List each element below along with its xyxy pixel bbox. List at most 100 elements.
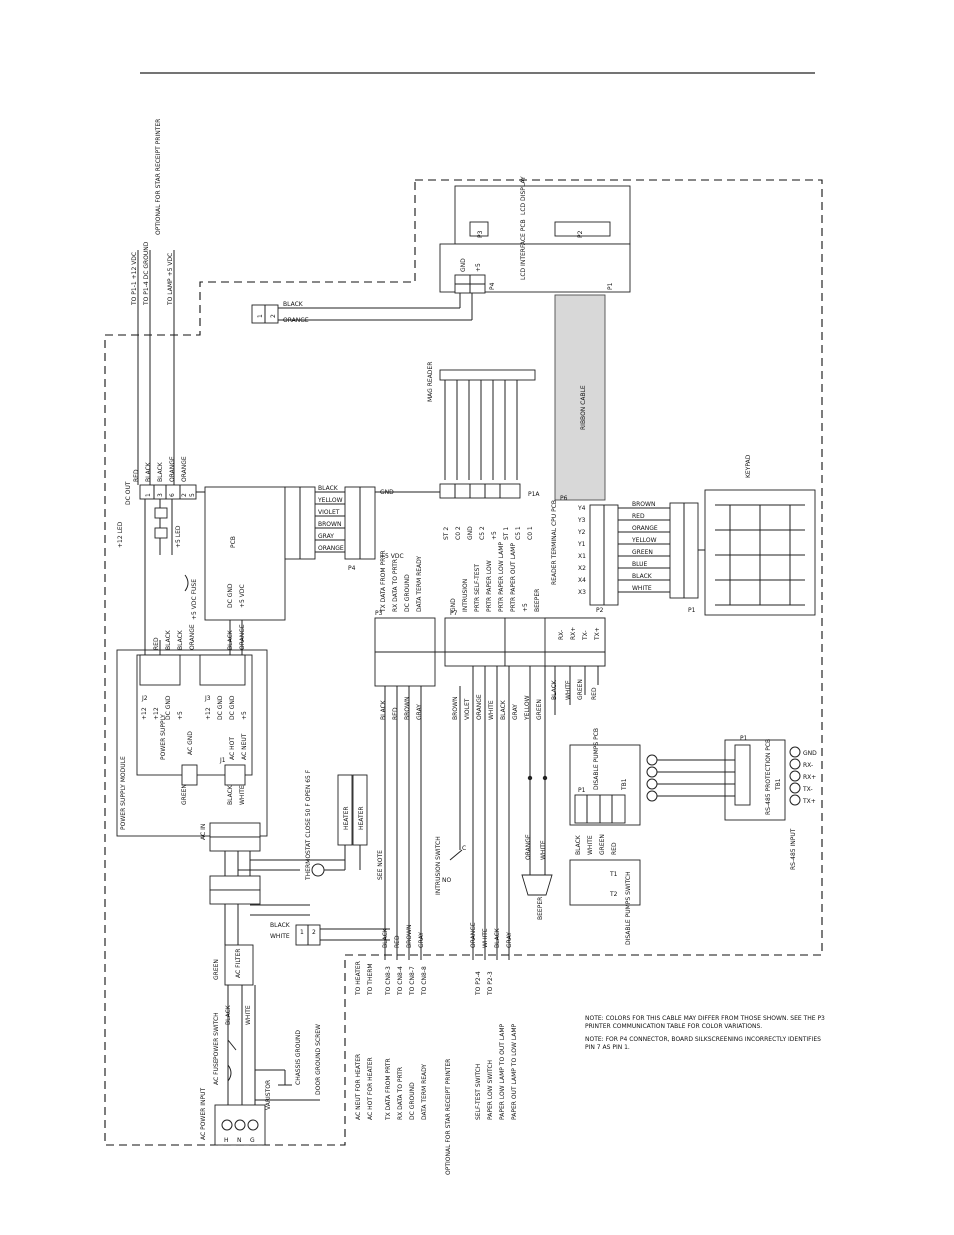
- psu-j2-color-2: BLACK: [165, 629, 172, 650]
- disable-switch: DISABLE PUMPS SWITCH: [625, 871, 632, 945]
- dc-out-title: DC OUT: [125, 481, 132, 505]
- bottom-wire-2: AC HOT FOR HEATER: [367, 1057, 374, 1120]
- keypad-wire-6: BLUE: [632, 561, 648, 568]
- p7-color-6: GRAY: [512, 704, 519, 720]
- bottom-wire-8-to: TO P2-3: [487, 971, 494, 996]
- p7-color-4: WHITE: [488, 700, 495, 720]
- bottom-wire-3-to: TO CN8-3: [385, 966, 392, 996]
- dc-out-pin-4: 2: [181, 493, 188, 497]
- p7-label: P7: [450, 610, 458, 617]
- rs485-p1: P1: [740, 735, 748, 742]
- ac-input-section: [214, 904, 390, 1146]
- psu-j1-label: J1: [219, 757, 226, 764]
- psu-title: POWER SUPPLY MODULE: [120, 756, 127, 830]
- p4-cable-pin1: 1: [257, 314, 264, 318]
- psu-j2-row-2: +12: [153, 707, 160, 720]
- psu-j3-color-2: ORANGE: [239, 624, 246, 650]
- psu-j3-color-1: BLACK: [227, 629, 234, 650]
- led5-label: +5 LED: [175, 525, 182, 548]
- bottom-color-3: BROWN: [406, 925, 413, 948]
- p1a-signal-3: GND: [467, 526, 474, 540]
- keypad-row-4: Y1: [577, 541, 586, 548]
- bottom-wire-runs: [384, 666, 510, 960]
- dc-out-pin-1: 1: [145, 493, 152, 497]
- psu-j2-color-3: BLACK: [177, 629, 184, 650]
- bottom-wire-5: DC GROUND: [409, 1082, 416, 1120]
- intrusion-no: NO: [442, 877, 451, 884]
- p1a-signal-8: C0 1: [527, 526, 534, 540]
- intrusion-c: C: [462, 845, 466, 852]
- keypad-row-3: Y2: [577, 529, 586, 536]
- keypad-wire-7: BLACK: [632, 573, 653, 580]
- led12-label: +12 LED: [117, 521, 124, 548]
- psu-j2-row-3: DC GND: [165, 695, 172, 720]
- dc-out-pin-3: 6: [169, 493, 176, 497]
- beeper-wire-1: ORANGE: [525, 834, 532, 860]
- rs485-signal-4: TX-: [802, 786, 813, 793]
- ac-green-label: GREEN: [213, 959, 220, 980]
- psu-j2-color-4: ORANGE: [189, 624, 196, 650]
- bottom-color-6: WHITE: [482, 928, 489, 948]
- thermostat-label: THERMOSTAT CLOSE 50 F OPEN 65 F: [305, 769, 312, 881]
- beeper-icon: [521, 874, 553, 896]
- p7-color-7: YELLOW: [524, 695, 531, 721]
- bottom-color-2: RED: [394, 935, 401, 948]
- lcd-p2-label: P2: [577, 230, 584, 238]
- bottom-wire-labels: AC NEUT FOR HEATER TO HEATER AC HOT FOR …: [355, 961, 518, 1121]
- rs485-tb1: TB1: [775, 778, 782, 791]
- lcd-p1-label: P1: [607, 282, 614, 290]
- ac-terminal-g: G: [250, 1137, 255, 1144]
- lcd-p3-label: P3: [477, 230, 484, 238]
- pcb-wire-1: BLACK: [318, 485, 339, 492]
- dc-out-row-2: BLACK: [145, 461, 152, 482]
- p4-cable-wire2: ORANGE: [283, 317, 309, 324]
- p2-signal-2: RX+: [570, 627, 577, 640]
- door-ground-label: DOOR GROUND SCREW: [315, 1024, 322, 1095]
- enclosure-outline: [104, 179, 823, 1146]
- keypad-row-5: X1: [578, 553, 586, 560]
- psu-ac-gnd: AC GND: [187, 731, 194, 755]
- lcd-pcb-label: LCD INTERFACE PCB: [520, 219, 527, 280]
- junction-black: BLACK: [270, 922, 291, 929]
- p7-signal-1: GND: [450, 598, 457, 612]
- p7-signal-2: INTRUSION: [462, 579, 469, 612]
- p7-signal-8: BEEPER: [534, 589, 541, 612]
- p3-signal-2: RX DATA TO PRTR: [392, 559, 399, 612]
- psu-green: GREEN: [181, 784, 188, 805]
- keypad-p2: P2: [596, 607, 604, 614]
- psu-black: BLACK: [227, 784, 234, 805]
- rs485-pcb: [554, 666, 801, 821]
- keypad-wire-3: ORANGE: [632, 525, 658, 532]
- p2-color-4: RED: [591, 687, 598, 700]
- ac-terminal-n: N: [237, 1137, 242, 1144]
- bottom-wire-3: TX DATA FROM PRTR: [385, 1058, 392, 1121]
- p1a-signal-1: ST 2: [443, 527, 450, 540]
- rs485-signal-2: RX-: [803, 762, 813, 769]
- pcb-wire-3: VIOLET: [318, 509, 340, 516]
- p3-color-2: RED: [392, 707, 399, 720]
- pcb-p4-label: P4: [348, 565, 356, 572]
- pcb-label: PCB: [230, 536, 237, 548]
- pcb-vdc-label: +5 VDC: [380, 553, 404, 560]
- bottom-wire-6-to: TO CN8-8: [421, 966, 428, 996]
- p2-signal-4: TX+: [594, 627, 601, 641]
- dc-out-row-4: ORANGE: [169, 456, 176, 482]
- varistor-label: VARISTOR: [265, 1080, 272, 1110]
- p2-color-2: WHITE: [565, 680, 572, 700]
- psu-j1-row-2: AC NEUT: [241, 733, 248, 760]
- p1a-signal-4: C5 2: [479, 526, 486, 540]
- bottom-wire-4: RX DATA TO PRTR: [397, 1067, 404, 1120]
- psu-j2-label: J2: [141, 695, 148, 702]
- p3-color-4: GRAY: [416, 704, 423, 720]
- keypad-wire-4: YELLOW: [631, 537, 657, 544]
- disable-wire-3: GREEN: [599, 834, 606, 855]
- keypad-wire-2: RED: [632, 513, 645, 520]
- note-2: NOTE: FOR P4 CONNECTOR, BOARD SILKSCREEN…: [585, 1036, 821, 1051]
- intrusion-switch: [449, 686, 463, 861]
- disable-p1: P1: [578, 787, 586, 794]
- lcd-plus5-label: +5: [475, 263, 482, 272]
- keypad-wire-1: BROWN: [632, 501, 655, 508]
- bottom-color-8: GRAY: [506, 932, 513, 948]
- rs485-signal-5: TX+: [802, 798, 816, 805]
